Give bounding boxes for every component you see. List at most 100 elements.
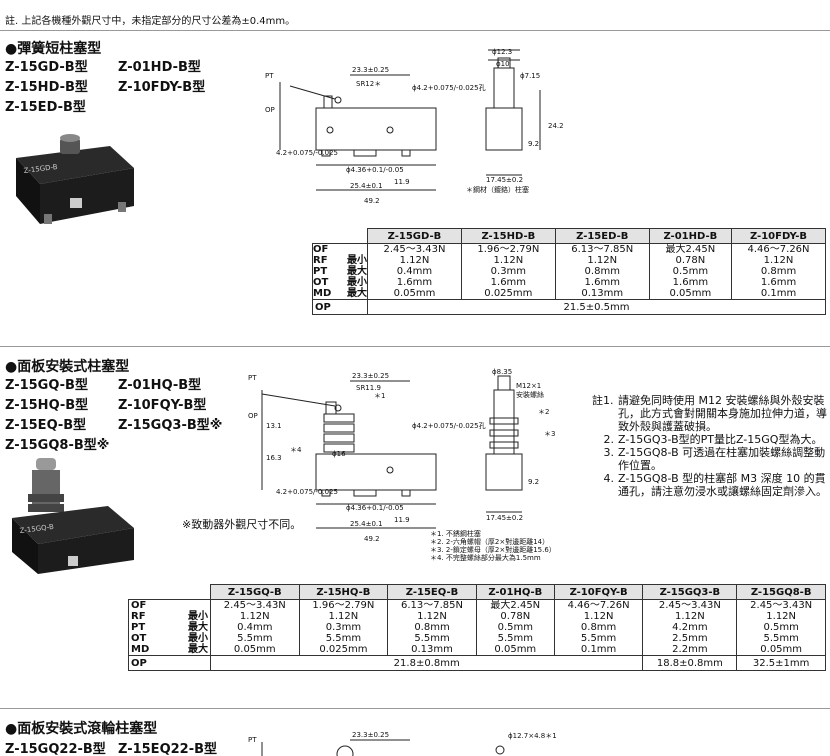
dim-label: OP xyxy=(248,412,258,420)
column-header: Z-15GQ3-B xyxy=(642,584,738,600)
row-label: OT xyxy=(131,633,147,644)
dim-label: ϕ8.35 xyxy=(492,368,512,376)
model-name: Z-15GQ3-B型※ xyxy=(118,418,223,433)
dim-label: 23.3±0.25 xyxy=(352,372,389,380)
dim-label: 17.45±0.2 xyxy=(486,514,523,522)
actuator-note: ※致動器外觀尺寸不同。 xyxy=(182,518,302,531)
drawing-notes: ＊1. 不銹鋼柱塞 ＊2. 2-六角螺帽（厚2×對邊距離14） ＊3. 2-鎖定… xyxy=(430,530,556,562)
table-cell: 21.8±0.8mm xyxy=(209,655,644,671)
model-name: Z-15HQ-B型 xyxy=(5,398,89,413)
dimension-drawing: PT OP 23.3±0.25 SR11.9 ＊1 13.1 16.3 ＊4 ϕ… xyxy=(248,368,555,543)
model-name: Z-10FQY-B型 xyxy=(118,398,207,413)
dim-label: 24.2 xyxy=(548,122,564,130)
row-sublabel: 最大 xyxy=(187,622,208,633)
model-name: Z-01HQ-B型 xyxy=(118,378,202,393)
dim-label: 11.9 xyxy=(394,178,410,186)
table-corner xyxy=(128,584,211,600)
dim-label: 49.2 xyxy=(364,197,380,205)
dim-label: PT xyxy=(265,72,274,80)
divider xyxy=(0,346,830,347)
model-name: Z-15GQ-B型 xyxy=(5,378,88,393)
row-label: OF xyxy=(313,244,329,255)
row-label: OP xyxy=(311,299,369,315)
row-label: OT xyxy=(313,277,329,288)
dim-label: 16.3 xyxy=(266,454,282,462)
row-sublabel: 最小 xyxy=(347,255,368,266)
product-photo: Z-15GQ-B xyxy=(12,458,134,574)
model-name: Z-15GQ22-B型 xyxy=(5,742,106,756)
dim-label: 23.3±0.25 xyxy=(352,66,389,74)
dim-label: ＊3 xyxy=(544,430,555,438)
table-row: OP 21.8±0.8mm 18.8±0.8mm 32.5±1mm xyxy=(128,655,826,671)
column-header: Z-01HD-B xyxy=(648,228,733,244)
dim-label: 11.9 xyxy=(394,516,410,524)
row-label: PT xyxy=(131,622,146,633)
dim-label: ＊鋼材（鍍鉻）柱塞 xyxy=(466,185,529,194)
row-sublabel: 最大 xyxy=(347,288,368,299)
spec-table: Z-15GQ-B Z-15HQ-B Z-15EQ-B Z-01HQ-B Z-10… xyxy=(128,584,826,671)
dim-label: ＊1 xyxy=(374,392,385,400)
column-header: Z-10FQY-B xyxy=(553,584,644,600)
row-label: MD xyxy=(313,288,332,299)
dim-label: ϕ7.15 xyxy=(520,72,540,80)
column-header: Z-01HQ-B xyxy=(475,584,555,600)
divider xyxy=(0,30,830,31)
dim-label: 4.2+0.075/-0.025 xyxy=(276,149,338,157)
dim-label: 17.45±0.2 xyxy=(486,176,523,184)
model-name: Z-15GQ8-B型※ xyxy=(5,438,110,453)
model-name: Z-15EQ-B型 xyxy=(5,418,87,433)
dim-label: PT xyxy=(248,736,257,744)
dim-label: 安裝螺絲 xyxy=(516,390,544,399)
dim-label: SR12＊ xyxy=(356,80,381,88)
dim-label: 23.3±0.25 xyxy=(352,731,389,739)
dim-label: ϕ4.2+0.075/-0.025孔 xyxy=(412,422,486,430)
table-cell: 32.5±1mm xyxy=(736,655,826,671)
product-photo: Z-15GD-B xyxy=(16,134,134,224)
row-sublabel: 最大 xyxy=(347,266,368,277)
row-label: OF xyxy=(131,600,147,611)
model-name: Z-15GD-B型 xyxy=(5,60,88,75)
dim-label: 9.2 xyxy=(528,140,539,148)
model-name: Z-10FDY-B型 xyxy=(118,80,206,95)
dim-label: ϕ10 xyxy=(496,60,510,68)
dim-label: ϕ4.2+0.075/-0.025孔 xyxy=(412,84,486,92)
model-name: Z-15EQ22-B型 xyxy=(118,742,218,756)
dim-label: PT xyxy=(248,374,257,382)
dim-label: 9.2 xyxy=(528,478,539,486)
dim-label: ϕ4.36+0.1/-0.05 xyxy=(346,166,404,174)
dim-label: 49.2 xyxy=(364,535,380,543)
dim-label: 25.4±0.1 xyxy=(350,182,383,190)
row-sublabel: 最小 xyxy=(187,633,208,644)
notes-list: 註1.請避免同時使用 M12 安裝螺絲與外殼安裝孔，此方式會對開關本身施加拉伸力… xyxy=(592,394,827,498)
dim-label: SR11.9 xyxy=(356,384,381,392)
dim-label: ϕ16 xyxy=(332,450,346,458)
table-row: OP 21.5±0.5mm xyxy=(311,299,826,315)
dim-label: M12×1 xyxy=(516,382,541,390)
row-sublabel: 最小 xyxy=(187,611,208,622)
row-sublabel: 最大 xyxy=(187,644,208,655)
row-label: MD xyxy=(131,644,150,655)
column-header: Z-15GD-B xyxy=(367,228,462,244)
column-header: Z-15HD-B xyxy=(460,228,556,244)
column-header: Z-15HQ-B xyxy=(298,584,389,600)
dim-label: ϕ12.7×4.8＊1 xyxy=(508,732,557,740)
spec-table: Z-15GD-B Z-15HD-B Z-15ED-B Z-01HD-B Z-10… xyxy=(311,228,826,315)
dimension-drawing: PT OP 23.3±0.25 SR12＊ ϕ4.2+0.075/-0.025孔… xyxy=(265,48,564,205)
table-cell: 21.5±0.5mm xyxy=(367,299,826,315)
row-label: RF xyxy=(131,611,146,622)
dim-label: ＊4 xyxy=(290,446,302,454)
dim-label: ϕ12.3 xyxy=(492,48,512,56)
dim-label: 25.4±0.1 xyxy=(350,520,383,528)
table-cell: 18.8±0.8mm xyxy=(642,655,738,671)
